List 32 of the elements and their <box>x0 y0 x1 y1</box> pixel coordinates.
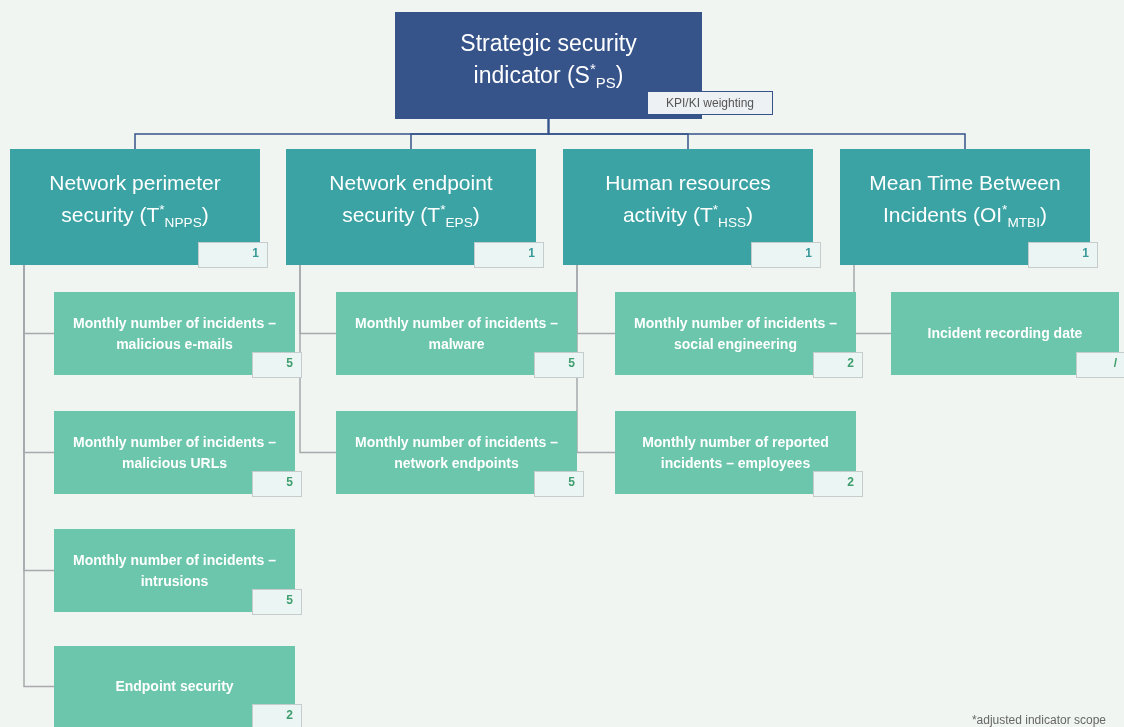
weight-value: 5 <box>252 471 302 497</box>
weight-value: 5 <box>252 352 302 378</box>
weighting-legend-box: KPI/KI weighting <box>647 91 773 115</box>
weight-value: 5 <box>534 352 584 378</box>
weight-value: / <box>1076 352 1124 378</box>
metric-label: Endpoint security <box>114 677 235 696</box>
indicator-title: Network perimeter security (T$^{*}$$_{NPPS}$) <box>48 170 222 233</box>
metric-label: Incident recording date <box>926 324 1084 343</box>
weight-value: 1 <box>751 242 821 268</box>
footnote: *adjusted indicator scope <box>971 713 1106 727</box>
indicator-box <box>395 12 702 119</box>
weight-value: 2 <box>813 471 863 497</box>
metric-label: Monthly number of incidents – malware <box>354 313 559 354</box>
weight-value: 5 <box>252 589 302 615</box>
weight-value: 5 <box>534 471 584 497</box>
weight-value: 2 <box>252 704 302 727</box>
metric-label: Monthly number of incidents – intrusions <box>72 550 277 591</box>
metric-label: Monthly number of incidents – social engineering <box>633 313 838 354</box>
indicator-title: Mean Time Between Incidents (OI$^{*}$$_{MTBI}$) <box>868 170 1062 233</box>
metric-label: Monthly number of incidents – malicious e-mails <box>72 313 277 354</box>
weight-value: 1 <box>1028 242 1098 268</box>
connector-line <box>547 118 966 150</box>
indicator-title: Strategic security indicator (S$^{*}$$_{PS}$) <box>459 30 638 94</box>
weight-value: 1 <box>474 242 544 268</box>
weight-value: 1 <box>198 242 268 268</box>
indicator-title: Human resources activity (T$^{*}$$_{HSS}$) <box>604 170 772 233</box>
metric-label: Monthly number of incidents – network endpoints <box>354 432 559 473</box>
metric-label: Monthly number of incidents – malicious URLs <box>72 432 277 473</box>
connector-line <box>576 264 616 454</box>
indicator-title: Network endpoint security (T$^{*}$$_{EPS}$) <box>328 170 494 233</box>
weight-value: 2 <box>813 352 863 378</box>
metric-label: Monthly number of reported incidents – employees <box>641 432 830 473</box>
